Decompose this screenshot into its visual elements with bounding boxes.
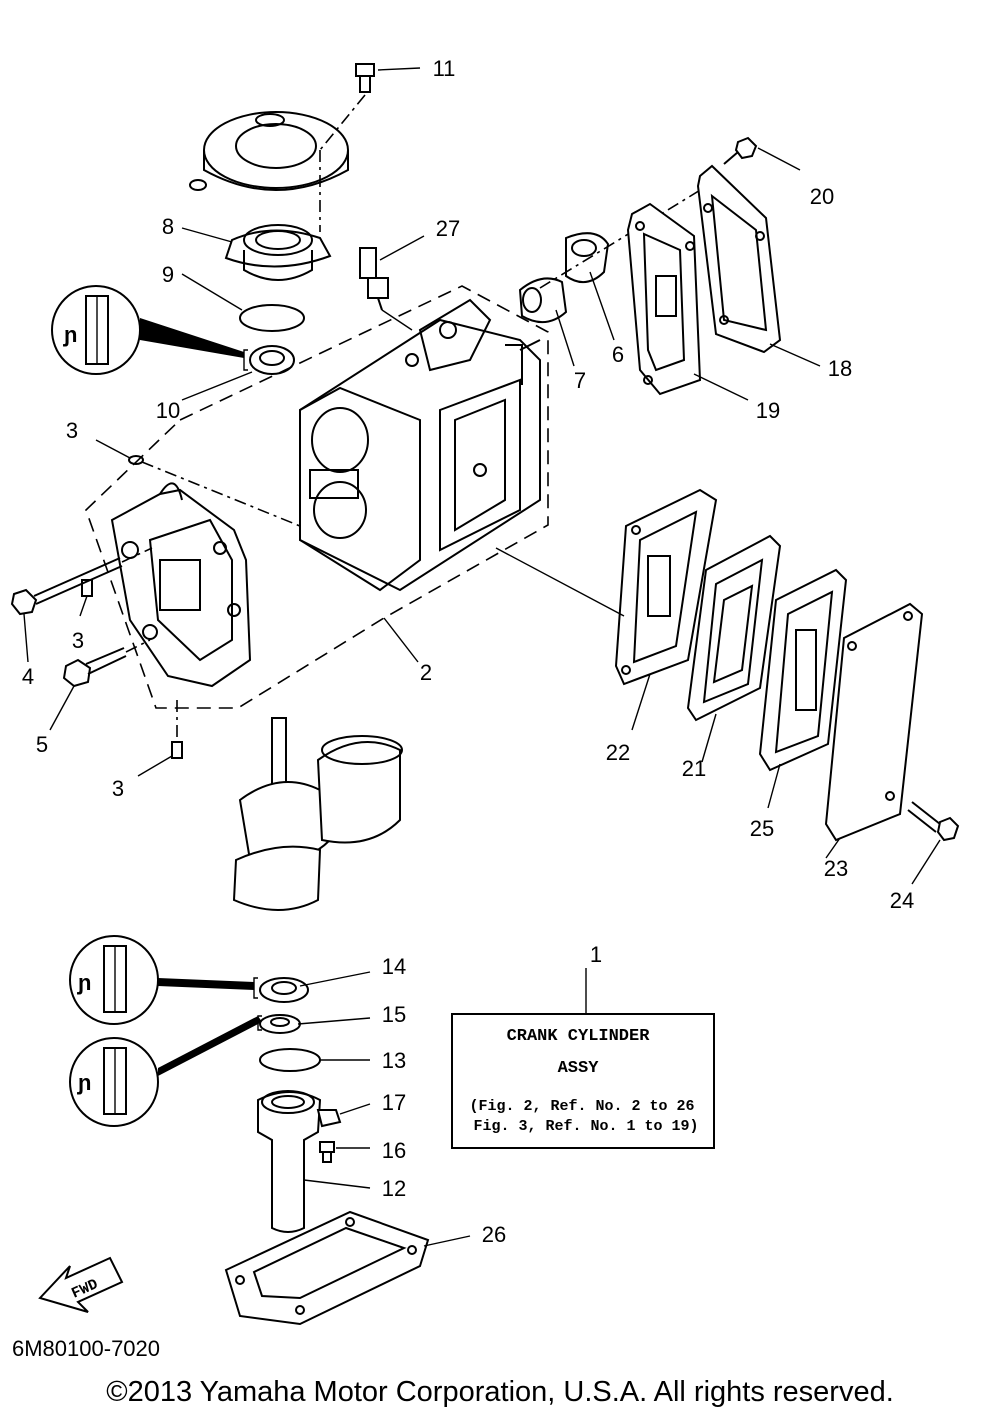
part-14-oil-seal bbox=[253, 971, 371, 1003]
part-4-bolt bbox=[10, 547, 153, 663]
callout-11: 11 bbox=[433, 56, 456, 81]
part-17-washer bbox=[316, 1103, 371, 1128]
part-9-o-ring bbox=[181, 273, 305, 332]
callout-5: 5 bbox=[36, 732, 48, 757]
copyright-notice: ©2013 Yamaha Motor Corporation, U.S.A. A… bbox=[106, 1376, 894, 1408]
grease-callout-top: ɲ bbox=[51, 285, 244, 375]
crankshaft bbox=[232, 717, 403, 911]
part-13-o-ring bbox=[259, 1048, 370, 1072]
part-12-sleeve bbox=[257, 1090, 371, 1233]
callout-10: 10 bbox=[156, 398, 180, 423]
part-2-assembly-outline bbox=[85, 285, 549, 709]
part-21-reed-plate bbox=[686, 534, 782, 763]
callout-24: 24 bbox=[890, 888, 914, 913]
part-10-oil-seal bbox=[181, 345, 295, 401]
part-5-bolt bbox=[49, 639, 151, 731]
part-23-cover-plate bbox=[824, 602, 924, 859]
callout-8: 8 bbox=[162, 214, 174, 239]
callout-6: 6 bbox=[612, 342, 624, 367]
svg-text:ɲ: ɲ bbox=[77, 970, 91, 995]
part-24-bolt bbox=[907, 801, 960, 885]
assembly-box-line4: Fig. 3, Ref. No. 1 to 19) bbox=[473, 1118, 698, 1135]
callout-3a: 3 bbox=[66, 418, 78, 443]
callout-16: 16 bbox=[382, 1138, 406, 1163]
callout-25: 25 bbox=[750, 816, 774, 841]
callout-1: 1 bbox=[590, 942, 602, 967]
assembly-box-line2: ASSY bbox=[558, 1059, 600, 1078]
part-18-exhaust-cover bbox=[696, 164, 821, 367]
callout-19: 19 bbox=[756, 398, 780, 423]
part-3-dowel-pins bbox=[79, 439, 301, 777]
callout-17: 17 bbox=[382, 1090, 406, 1115]
part-7-thermostat bbox=[518, 177, 721, 367]
callout-20: 20 bbox=[810, 184, 834, 209]
grease-callout-lower: ɲ bbox=[69, 1016, 262, 1127]
part-6-thermostat-cover bbox=[565, 232, 615, 341]
assembly-box: CRANK CYLINDER ASSY (Fig. 2, Ref. No. 2 … bbox=[451, 968, 715, 1149]
callout-14: 14 bbox=[382, 954, 406, 979]
part-27-spark-plug bbox=[359, 235, 425, 331]
part-20-bolt bbox=[723, 136, 801, 171]
top-cover bbox=[189, 94, 366, 191]
svg-text:ɲ: ɲ bbox=[77, 1070, 91, 1095]
part-19-gasket bbox=[626, 202, 749, 401]
callout-23: 23 bbox=[824, 856, 848, 881]
callout-3c: 3 bbox=[112, 776, 124, 801]
callout-12: 12 bbox=[382, 1176, 406, 1201]
assembly-box-line1: CRANK CYLINDER bbox=[507, 1027, 651, 1046]
callout-22: 22 bbox=[606, 740, 630, 765]
callout-21: 21 bbox=[682, 756, 706, 781]
part-15-seal bbox=[257, 1014, 371, 1034]
diagram-code: 6M80100-7020 bbox=[12, 1336, 160, 1361]
callout-9: 9 bbox=[162, 262, 174, 287]
callout-3b: 3 bbox=[72, 628, 84, 653]
callout-13: 13 bbox=[382, 1048, 406, 1073]
callout-labels: 1 2 3 3 3 4 5 6 7 8 9 10 11 12 13 14 15 … bbox=[22, 56, 914, 1247]
callout-7: 7 bbox=[574, 368, 586, 393]
part-25-gasket bbox=[758, 568, 848, 809]
callout-27: 27 bbox=[436, 216, 460, 241]
part-16-bolt bbox=[319, 1141, 370, 1163]
crankcase bbox=[110, 482, 252, 688]
callout-26: 26 bbox=[482, 1222, 506, 1247]
callout-2: 2 bbox=[420, 660, 432, 685]
part-8-bearing-housing bbox=[181, 150, 332, 281]
callout-15: 15 bbox=[382, 1002, 406, 1027]
part-22-gasket bbox=[495, 488, 718, 731]
callout-18: 18 bbox=[828, 356, 852, 381]
part-26-gasket bbox=[224, 1210, 471, 1326]
cylinder-block bbox=[299, 298, 541, 592]
fwd-arrow-icon: FWD bbox=[38, 1256, 124, 1313]
assembly-box-line3: (Fig. 2, Ref. No. 2 to 26 bbox=[469, 1098, 694, 1115]
callout-4: 4 bbox=[22, 664, 34, 689]
grease-callout-middle: ɲ bbox=[69, 935, 254, 1025]
svg-text:ɲ: ɲ bbox=[63, 322, 77, 347]
part-11-bolt bbox=[355, 63, 421, 93]
